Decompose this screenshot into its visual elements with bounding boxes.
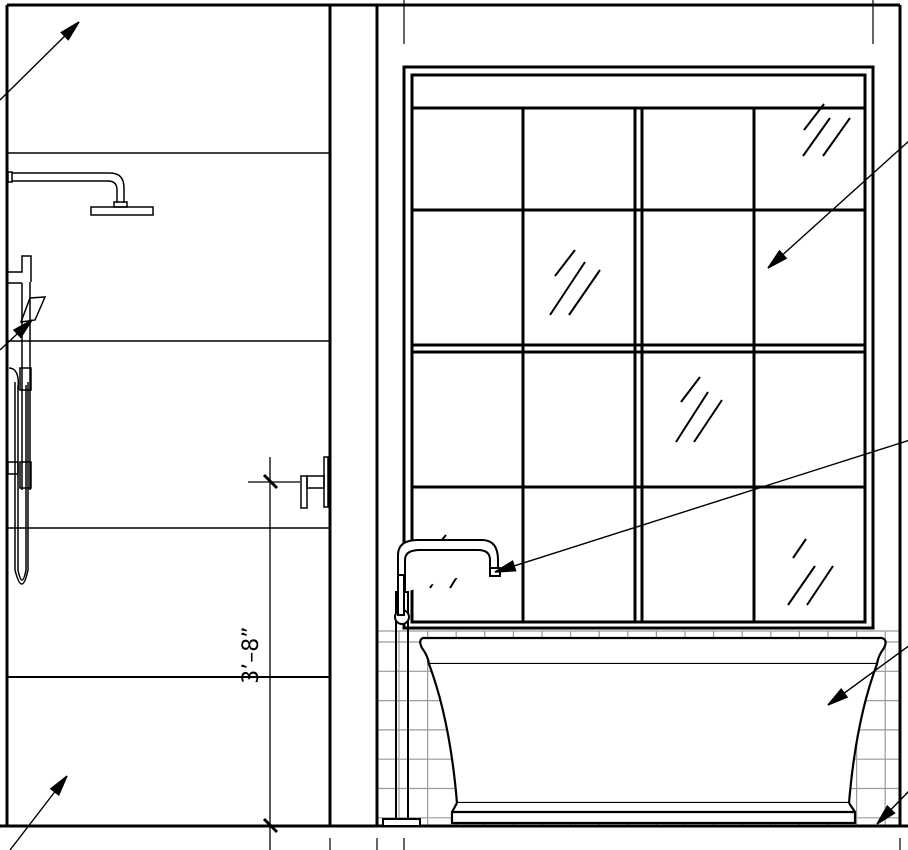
dimension-line — [248, 457, 300, 850]
leader-arrows — [0, 21, 908, 850]
shower-tile-lines — [7, 152, 330, 678]
arrowhead — [876, 805, 896, 825]
tub-filler-faucet — [382, 539, 501, 827]
wall-frame — [0, 3, 908, 828]
dimension-label: 3’–8” — [239, 626, 264, 684]
arrowhead — [767, 249, 788, 269]
hand-shower — [7, 255, 47, 585]
freestanding-bathtub — [419, 636, 887, 825]
rain-shower-head — [7, 171, 154, 216]
window — [402, 65, 875, 630]
arrowhead — [494, 560, 517, 573]
glass-reflection-marks — [429, 103, 851, 606]
arrowhead — [60, 21, 80, 41]
leader-line — [767, 140, 908, 269]
arrowhead — [827, 688, 849, 706]
leader-line — [494, 439, 908, 573]
arrowhead — [49, 775, 68, 796]
shower-valve — [300, 456, 329, 509]
arrowhead — [12, 319, 33, 339]
reference-ticks — [329, 0, 901, 850]
